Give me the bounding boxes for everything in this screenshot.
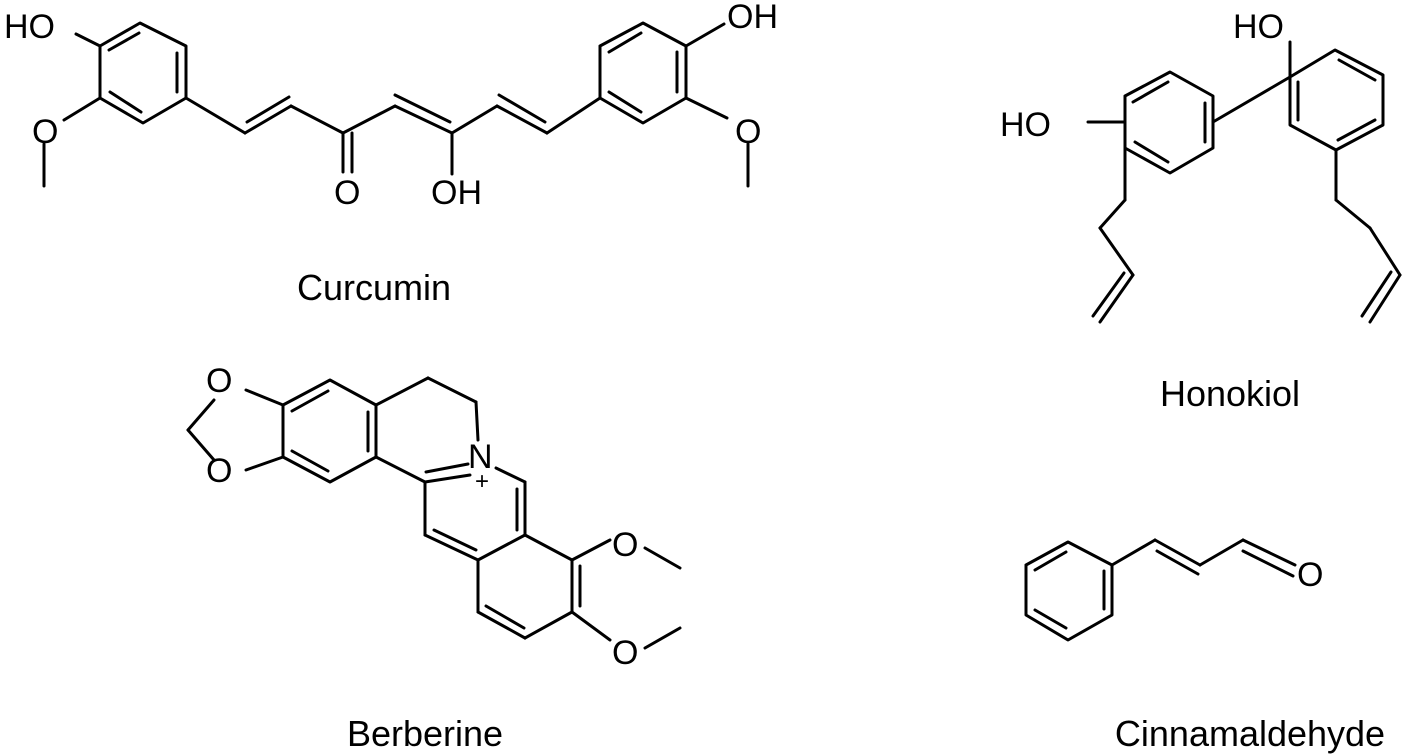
honokiol-structure: HO HO Honokiol	[1000, 8, 1402, 414]
atom-label: O	[32, 113, 58, 151]
atom-label: O	[334, 174, 360, 212]
berberine-structure: O O N + O O Berberine	[186, 362, 682, 754]
cinnamaldehyde-bonds	[1024, 538, 1297, 642]
atom-label: O	[735, 113, 761, 151]
curcumin-atom-labels: HO O O OH OH O	[4, 0, 778, 212]
berberine-bonds	[186, 376, 682, 650]
cinnamaldehyde-structure: O Cinnamaldehyde	[1024, 538, 1385, 754]
atom-label: N	[468, 438, 493, 476]
atom-label: OH	[727, 0, 778, 36]
berberine-atom-labels: O O N + O O	[206, 362, 638, 672]
atom-label: HO	[1233, 8, 1284, 46]
molecule-name-cinnamaldehyde: Cinnamaldehyde	[1115, 713, 1385, 754]
molecule-name-honokiol: Honokiol	[1160, 373, 1300, 414]
honokiol-bonds	[1086, 40, 1402, 324]
atom-label: HO	[4, 8, 55, 46]
atom-label: O	[612, 634, 638, 672]
atom-label: O	[612, 526, 638, 564]
curcumin-structure: HO O O OH OH O Curcumin	[4, 0, 778, 308]
cinnamaldehyde-atom-labels: O	[1297, 556, 1323, 594]
atom-label: HO	[1000, 106, 1051, 144]
atom-label: O	[206, 452, 232, 490]
atom-label: OH	[431, 174, 482, 212]
atom-charge: +	[475, 468, 489, 495]
molecule-name-curcumin: Curcumin	[297, 267, 451, 308]
atom-label: O	[1297, 556, 1323, 594]
honokiol-atom-labels: HO HO	[1000, 8, 1284, 144]
molecule-name-berberine: Berberine	[347, 713, 503, 754]
atom-label: O	[206, 362, 232, 400]
curcumin-bonds	[42, 21, 750, 188]
